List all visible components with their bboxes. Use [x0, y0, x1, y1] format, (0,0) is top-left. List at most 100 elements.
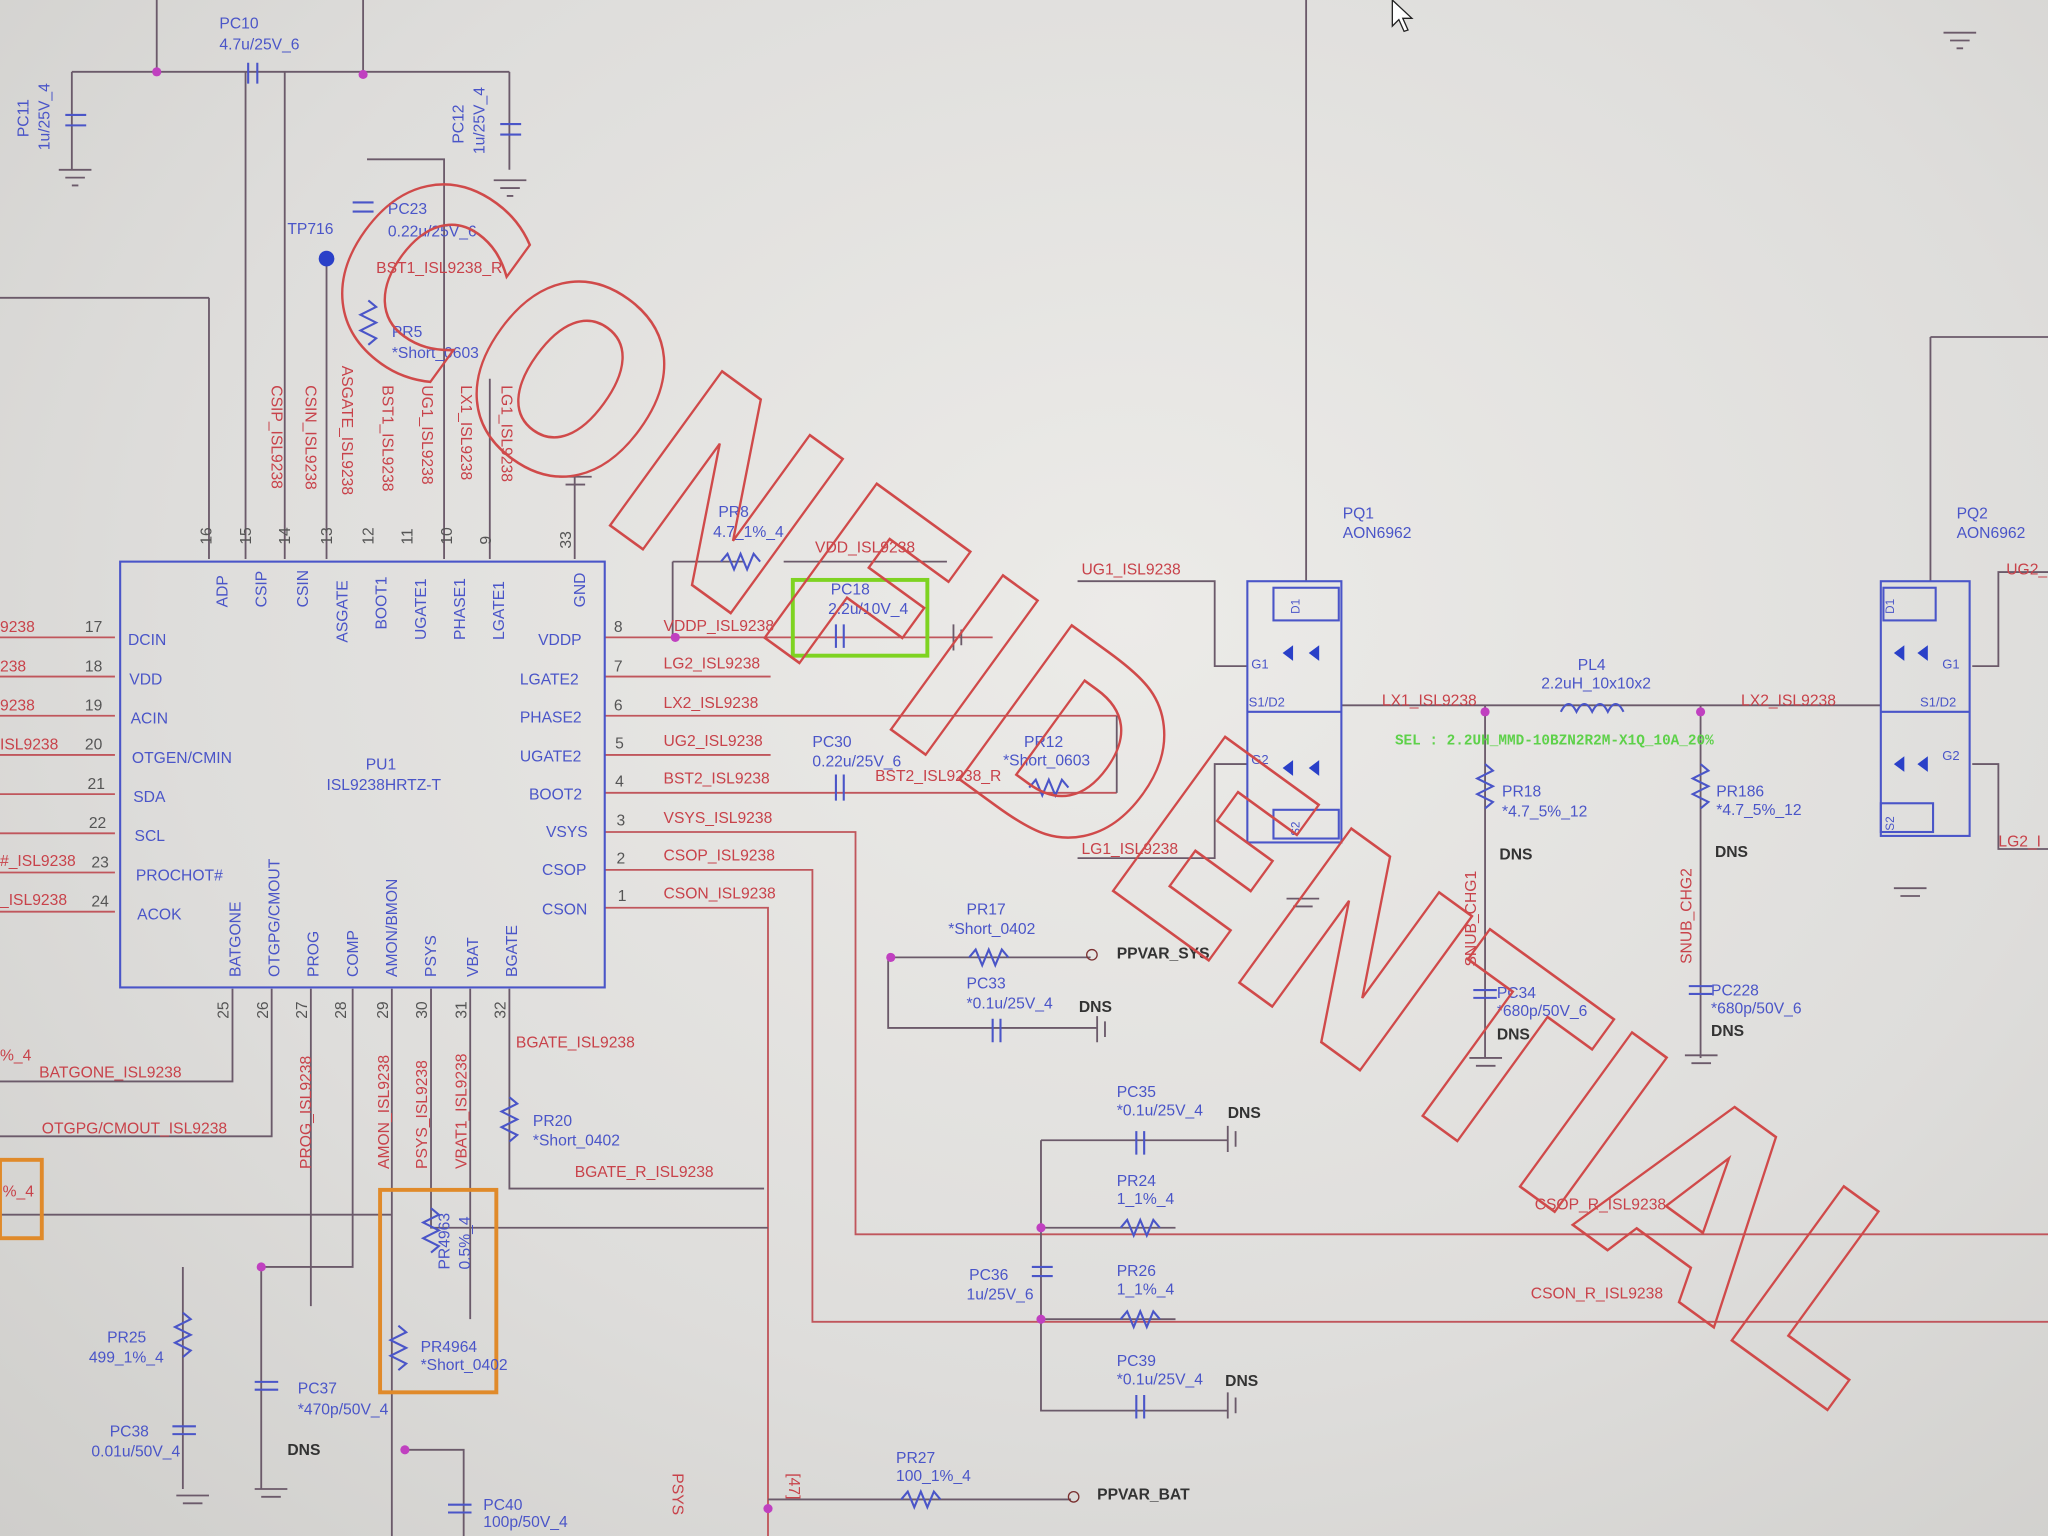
- pc38-value: 0.01u/50V_4: [91, 1443, 180, 1460]
- pin-num: 32: [492, 1001, 509, 1018]
- pc18-selection-box[interactable]: [790, 577, 930, 658]
- chip-right-pins: 8 VDDP VDDP_ISL9238 7 LGATE2 LG2_ISL9238…: [520, 618, 776, 918]
- pin-name: UGATE2: [520, 748, 581, 765]
- pin-num: 1: [618, 888, 627, 905]
- pin-name: CSOP: [542, 862, 586, 879]
- pr4964-ref: PR4964: [421, 1339, 478, 1356]
- pr20-resistor-symbol[interactable]: [499, 1096, 520, 1143]
- pl4-value: 2.2uH_10x10x2: [1541, 675, 1651, 692]
- pin-name: PHASE2: [520, 709, 582, 726]
- tp716-label: TP716: [287, 221, 333, 238]
- pr12-ref: PR12: [1024, 734, 1063, 751]
- pu1-chip-body[interactable]: [119, 560, 606, 989]
- pr25-resistor-symbol[interactable]: [172, 1311, 194, 1358]
- pin-num: 2: [616, 850, 625, 867]
- left-selection-box[interactable]: [0, 1157, 44, 1241]
- net-lx1: LX1_ISL9238: [457, 385, 474, 480]
- pq1-d1: D1: [1290, 599, 1303, 614]
- pr26-resistor-symbol[interactable]: [1119, 1308, 1161, 1330]
- pr24-ref: PR24: [1117, 1173, 1156, 1190]
- pr18-resistor-symbol[interactable]: [1474, 763, 1496, 810]
- capacitor-symbols: [65, 62, 1713, 1514]
- pr12-resistor-symbol[interactable]: [1028, 777, 1070, 799]
- pin-num: 18: [85, 658, 103, 675]
- pin-num: 17: [85, 619, 102, 636]
- pin-name: CSON: [542, 901, 587, 918]
- pin-name: BOOT2: [529, 786, 582, 803]
- ppvar-bat-label: PPVAR_BAT: [1097, 1486, 1190, 1503]
- pin-num: 8: [614, 619, 623, 636]
- pc35-dns: DNS: [1228, 1105, 1261, 1122]
- pin-name: OTGEN/CMIN: [132, 750, 232, 767]
- ppvar-sys-port[interactable]: [1086, 948, 1098, 961]
- net-label: ISL9238: [0, 737, 59, 754]
- pin-num: 33: [558, 531, 575, 549]
- pq2-mosfet[interactable]: [1879, 580, 1971, 837]
- pc30-ref: PC30: [812, 734, 851, 751]
- pc36-value: 1u/25V_6: [967, 1287, 1034, 1304]
- pin-num: 4: [615, 773, 624, 790]
- pc34-value: *680p/50V_6: [1497, 1003, 1588, 1020]
- ppvar-bat-port[interactable]: [1067, 1490, 1080, 1503]
- pr27-value: 100_1%_4: [896, 1468, 971, 1485]
- pin-num: 31: [453, 1001, 470, 1018]
- pl4-inductor-symbol[interactable]: [1559, 702, 1625, 715]
- pr4964-resistor-symbol[interactable]: [388, 1324, 409, 1371]
- page-ref[interactable]: [47]: [785, 1473, 802, 1499]
- pr186-value: *4.7_5%_12: [1716, 802, 1801, 819]
- pq1-mosfet[interactable]: [1246, 580, 1343, 844]
- ppvar-sys-label: PPVAR_SYS: [1117, 946, 1210, 963]
- pin-num: 9: [478, 536, 495, 545]
- pl4-ref: PL4: [1578, 657, 1606, 674]
- pq2-d1: D1: [1884, 599, 1897, 614]
- chip-part: ISL9238HRTZ-T: [327, 777, 442, 794]
- pr26-value: 1_1%_4: [1117, 1281, 1175, 1298]
- pr18-value: *4.7_5%_12: [1502, 803, 1587, 820]
- pr27-resistor-symbol[interactable]: [900, 1488, 942, 1510]
- pr186-ref: PR186: [1716, 784, 1764, 801]
- pr4963-selection-box[interactable]: [378, 1187, 499, 1395]
- pin-name: BATGONE: [227, 902, 244, 977]
- pin-name: BOOT1: [374, 576, 391, 629]
- pq1-g1: G1: [1251, 657, 1268, 672]
- pr5-resistor-symbol[interactable]: [358, 299, 379, 346]
- vdd-net: VDD_ISL9238: [815, 539, 915, 556]
- pin-num: 19: [85, 698, 102, 715]
- pq1-s1d2: S1/D2: [1249, 695, 1285, 710]
- pin-name: GND: [572, 573, 589, 608]
- pin-name: PROG: [306, 931, 323, 977]
- pr20-value: *Short_0402: [533, 1132, 620, 1149]
- pc35-value: *0.1u/25V_4: [1117, 1102, 1203, 1119]
- pr186-resistor-symbol[interactable]: [1690, 763, 1711, 810]
- pr25-value: 499_1%_4: [89, 1349, 164, 1366]
- bst1-r-net: BST1_ISL9238_R: [376, 260, 502, 277]
- pin-num: 14: [277, 527, 294, 545]
- pin-num: 6: [614, 698, 623, 715]
- batgone-net: BATGONE_ISL9238: [39, 1065, 182, 1082]
- pc40-value: 100p/50V_4: [483, 1514, 568, 1531]
- pr4963-resistor-symbol[interactable]: [420, 1207, 442, 1254]
- prog-net: PROG_ISL9238: [298, 1056, 315, 1169]
- net-label: LX2_ISL9238: [664, 695, 759, 712]
- pin-name: COMP: [345, 930, 362, 977]
- pr8-resistor-symbol[interactable]: [720, 551, 761, 573]
- pc11-ref: PC11: [16, 99, 33, 137]
- left-fragment: %_4: [0, 1048, 32, 1065]
- pr24-resistor-symbol[interactable]: [1119, 1217, 1161, 1239]
- pr4963-ref: PR4963: [436, 1213, 453, 1270]
- pc228-dns: DNS: [1711, 1023, 1744, 1040]
- pc33-dns: DNS: [1079, 999, 1112, 1016]
- lg2-net: LG2_I: [1998, 833, 2041, 850]
- bgate-r-net: BGATE_R_ISL9238: [575, 1164, 714, 1181]
- pc39-value: *0.1u/25V_4: [1117, 1371, 1203, 1388]
- pc39-dns: DNS: [1225, 1373, 1258, 1390]
- pin-num: 13: [319, 527, 336, 545]
- pc18-ref: PC18: [831, 581, 870, 598]
- csop-r-net: CSOP_R_ISL9238: [1535, 1196, 1667, 1213]
- pin-num: 21: [88, 776, 105, 793]
- ug1-net: UG1_ISL9238: [1081, 562, 1181, 579]
- pr5-ref: PR5: [392, 324, 423, 341]
- pr17-resistor-symbol[interactable]: [968, 946, 1010, 968]
- net-label: CSON_ISL9238: [664, 886, 777, 903]
